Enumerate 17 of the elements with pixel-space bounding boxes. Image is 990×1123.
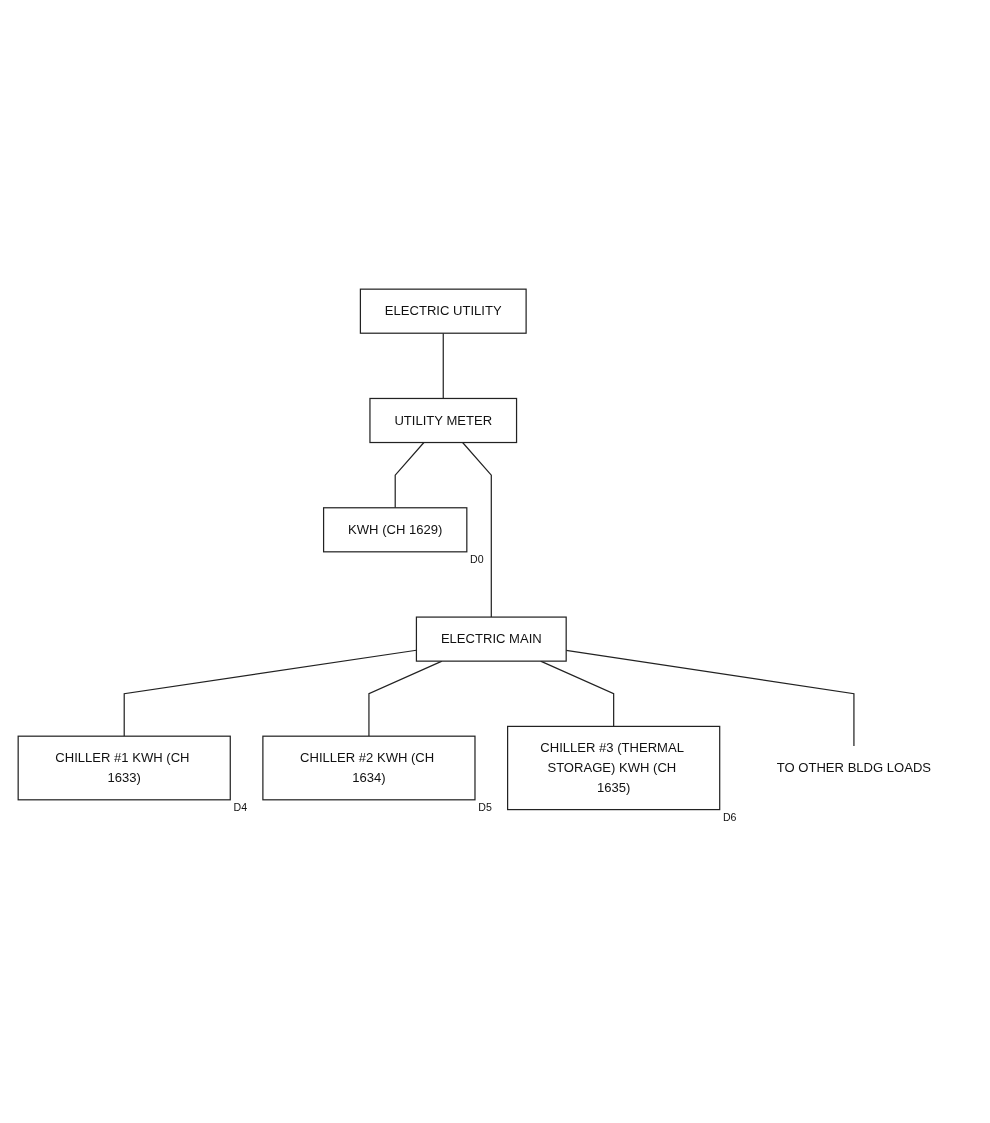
device-box: ELECTRIC MAIN [415,616,567,662]
device-box: ELECTRIC UTILITY [359,288,527,334]
device-box: CHILLER #1 KWH (CH 1633) [17,735,231,801]
device-box: KWH (CH 1629) [323,507,468,553]
note-text: TO OTHER BLDG LOADS [776,760,932,775]
connector-line [394,441,425,509]
connector-line [442,332,444,399]
device-box: CHILLER #2 KWH (CH 1634) [262,735,476,801]
connector-line [540,660,615,727]
channel-label: D6 [722,810,737,823]
device-box: UTILITY METER [369,397,518,443]
connector-line [462,441,492,618]
channel-label: D0 [470,553,484,566]
channel-label: D5 [478,801,492,814]
device-box: CHILLER #3 (THERMAL STORAGE) KWH (CH 1635) [507,725,721,811]
channel-label: D4 [233,801,248,814]
connector-line [368,660,443,737]
